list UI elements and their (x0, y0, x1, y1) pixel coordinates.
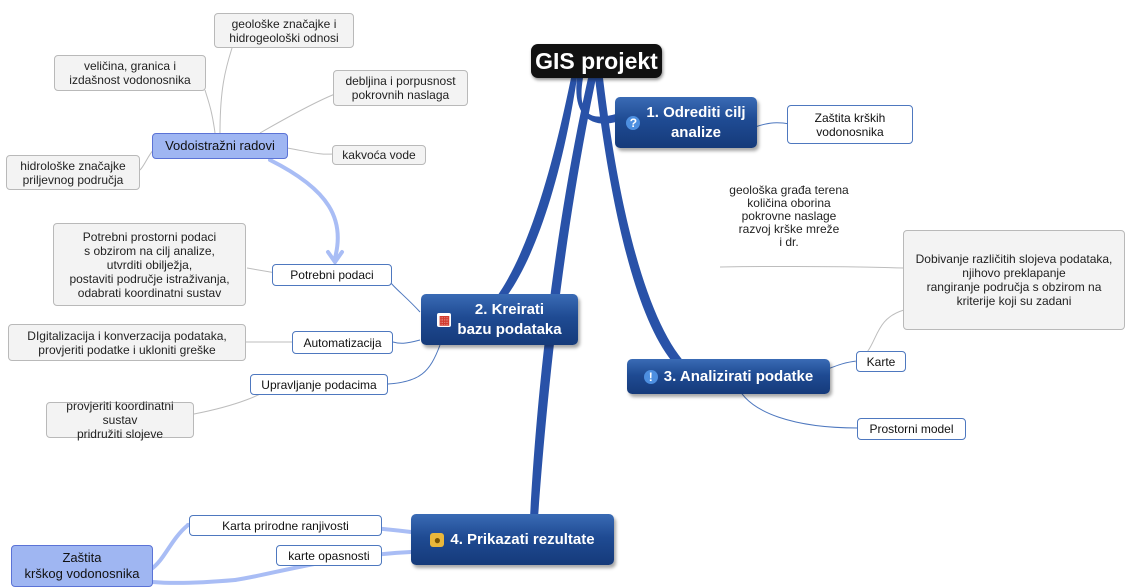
topic-karte-opasnosti[interactable]: karte opasnosti (276, 545, 382, 566)
branch-label-analyze-data: 3. Analizirati podatke (663, 367, 814, 385)
note-kakvoca-vode: kakvoća vode (332, 145, 426, 165)
root-node-gis-projekt[interactable]: GIS projekt (531, 44, 662, 78)
topic-karta-prirodne-ranjivosti[interactable]: Karta prirodne ranjivosti (189, 515, 382, 536)
branch-node-present-results[interactable]: ● 4. Prikazati rezultate (411, 514, 614, 565)
coins-icon: ● (430, 532, 445, 547)
topic-vodoistrazni-radovi[interactable]: Vodoistražni radovi (152, 133, 288, 159)
note-geoloske-znacajke: geološke značajke i hidrogeološki odnosi (214, 13, 354, 48)
calendar-icon: ▦ (437, 312, 452, 327)
analysis-factors-text: geološka građa terena količina oborina p… (729, 183, 849, 249)
note-automatizacija: DIgitalizacija i konverzacija podataka, … (8, 324, 246, 361)
branch-label-define-goal: 1. Odrediti cilj analize (646, 103, 746, 141)
note-debljina-porpusnost: debljina i porpusnost pokrovnih naslaga (333, 70, 468, 106)
exclamation-icon: ! (643, 369, 658, 384)
note-hidroloske-znacajke: hidrološke značajke priljevnog područja (6, 155, 140, 190)
question-icon: ? (626, 115, 641, 130)
topic-potrebni-podaci[interactable]: Potrebni podaci (272, 264, 392, 286)
topic-upravljanje-podacima[interactable]: Upravljanje podacima (250, 374, 388, 395)
topic-zastita-krskog-vodonosnika[interactable]: Zaštita krškog vodonosnika (11, 545, 153, 587)
branch-label-present-results: 4. Prikazati rezultate (450, 530, 595, 548)
branch-node-define-goal[interactable]: ? 1. Odrediti cilj analize (615, 97, 757, 148)
branch-node-analyze-data[interactable]: ! 3. Analizirati podatke (627, 359, 830, 394)
note-potrebni-podaci: Potrebni prostorni podaci s obzirom na c… (53, 223, 246, 306)
topic-zastita-krskih-vodonosnika[interactable]: Zaštita krških vodonosnika (787, 105, 913, 144)
branch-node-create-database[interactable]: ▦ 2. Kreirati bazu podataka (421, 294, 578, 345)
topic-automatizacija[interactable]: Automatizacija (292, 331, 393, 354)
note-upravljanje-podacima: provjeriti koordinatni sustav pridružiti… (46, 399, 194, 441)
note-velicina-granica: veličina, granica i izdašnost vodonosnik… (54, 55, 206, 91)
note-karte-description: Dobivanje različitih slojeva podataka, n… (903, 230, 1125, 330)
topic-prostorni-model[interactable]: Prostorni model (857, 418, 966, 440)
topic-karte[interactable]: Karte (856, 351, 906, 372)
branch-label-create-database: 2. Kreirati bazu podataka (457, 300, 562, 338)
